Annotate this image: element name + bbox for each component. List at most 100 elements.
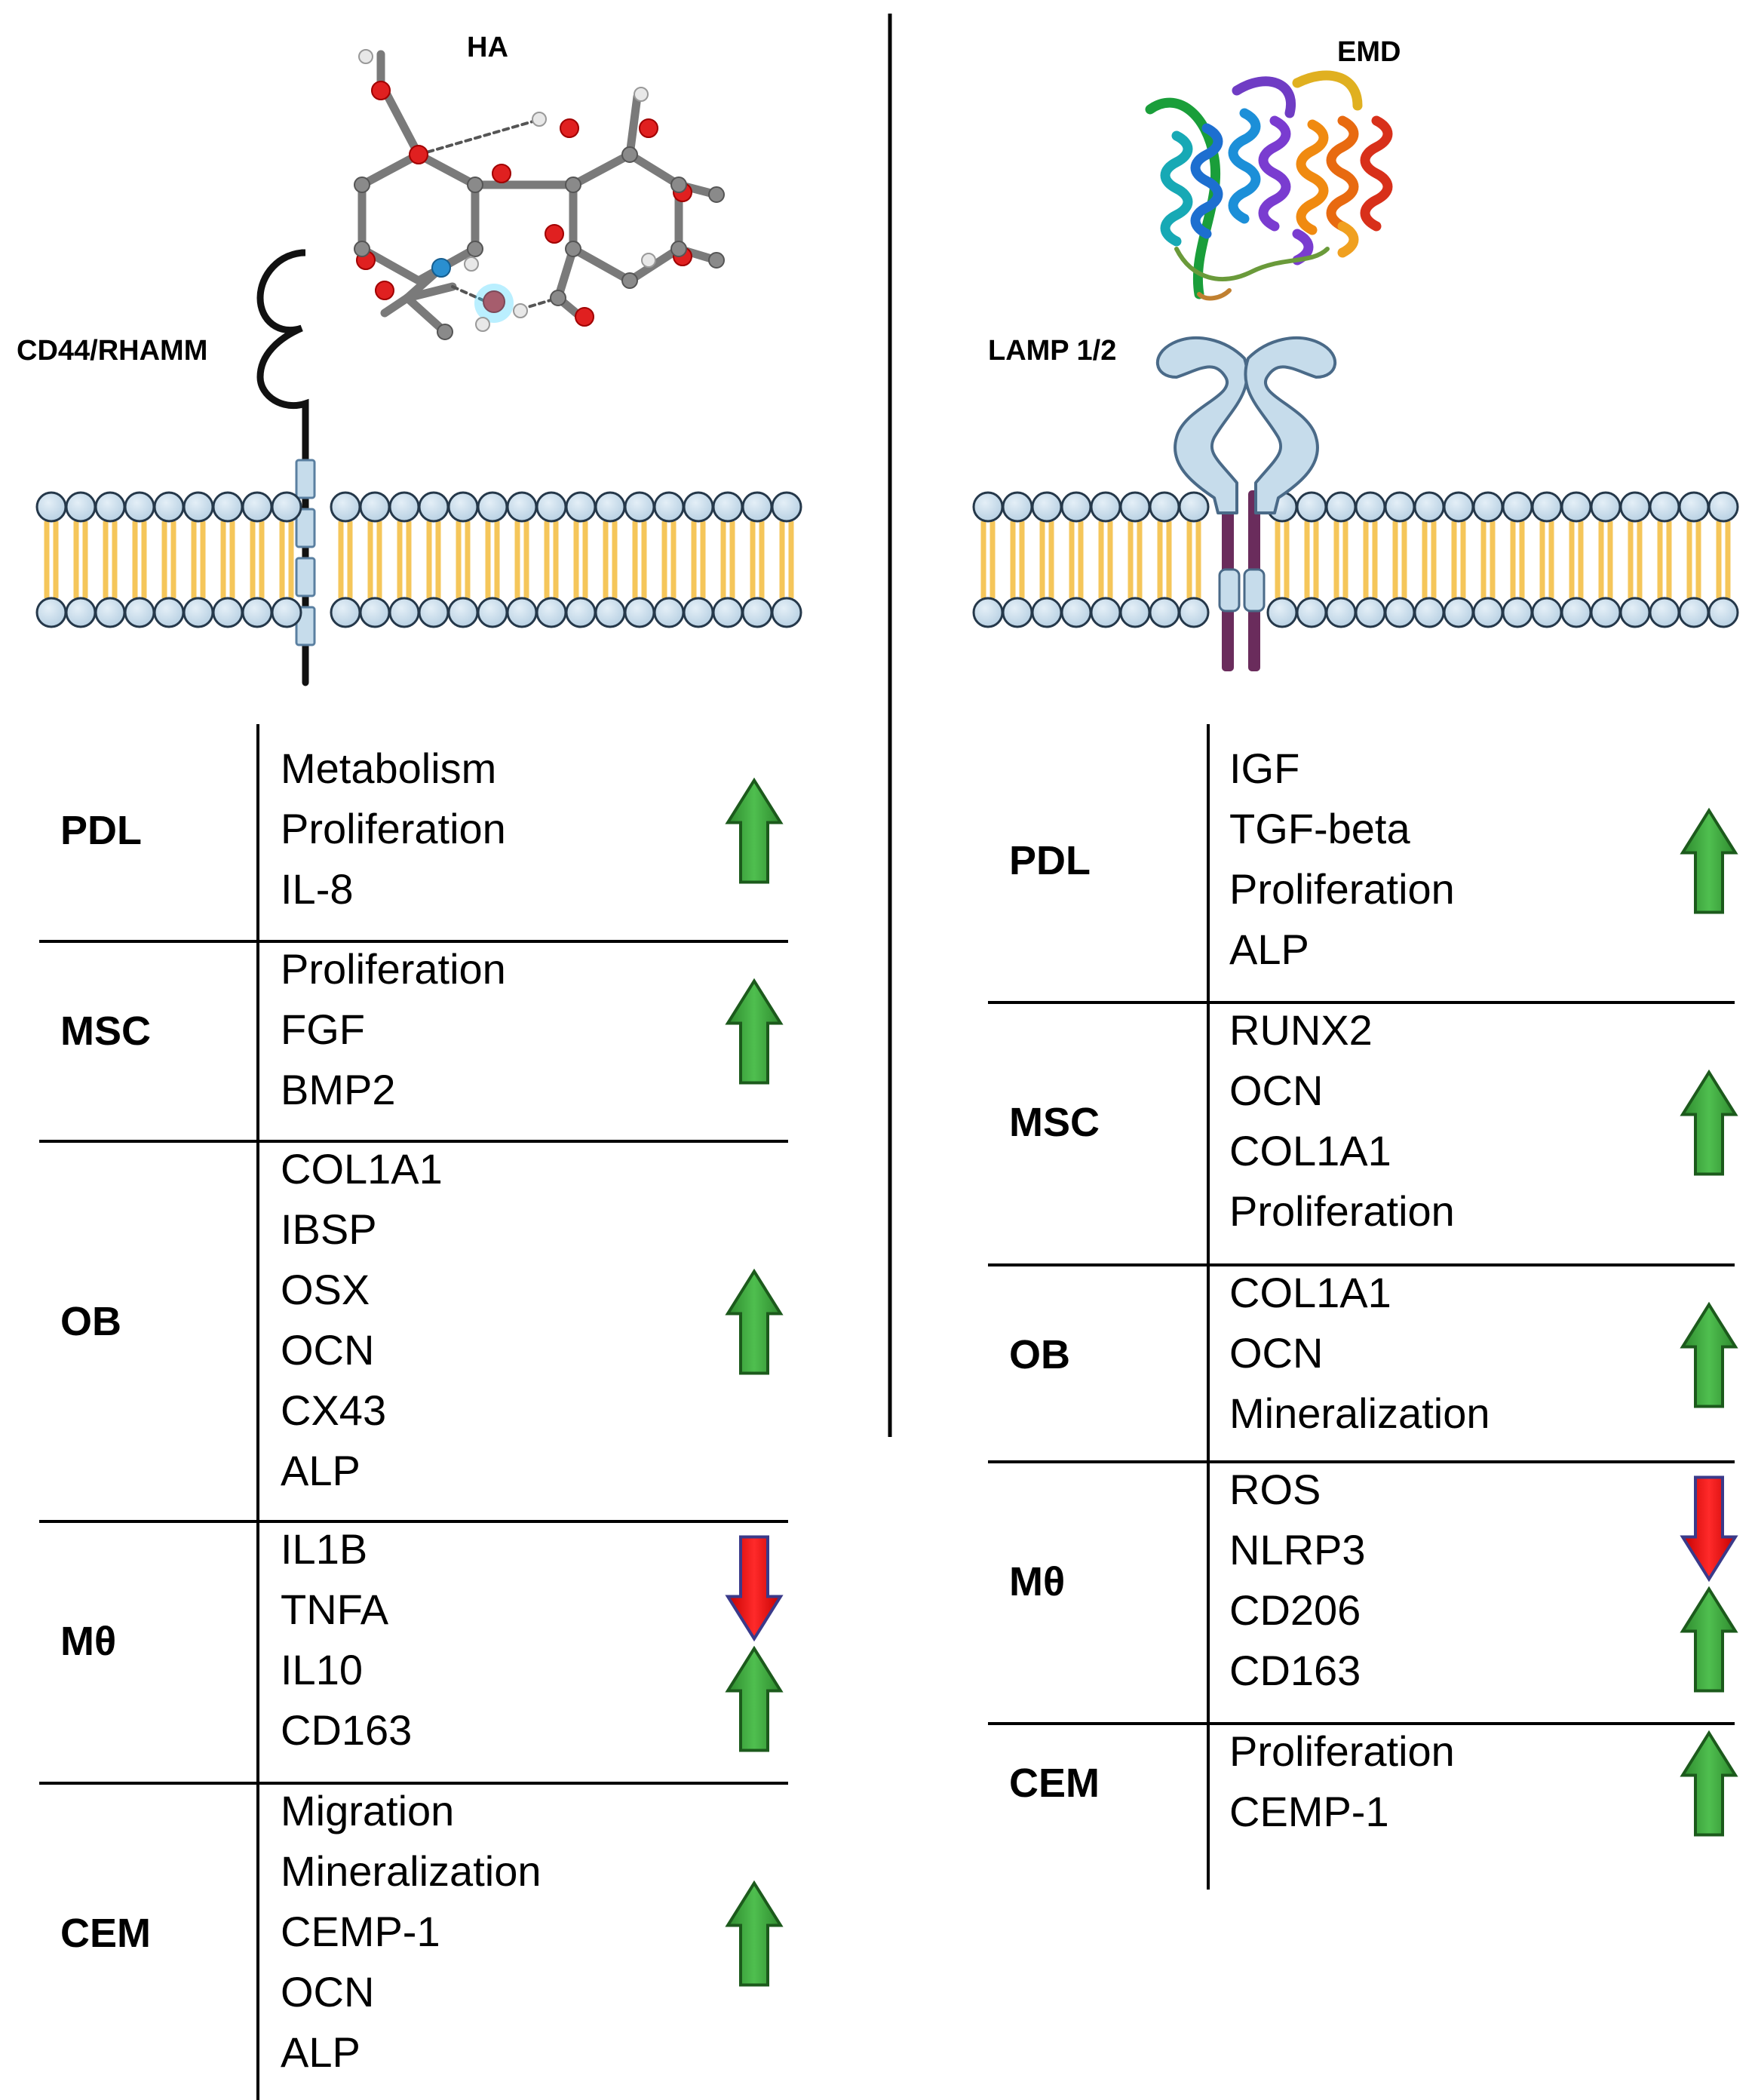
- lipid-head: [1472, 491, 1504, 523]
- lipid-head: [1355, 597, 1386, 628]
- effect-item: CX43: [281, 1386, 387, 1434]
- lipid-head: [1472, 597, 1504, 628]
- lipid-head: [1443, 491, 1474, 523]
- effect-item: NLRP3: [1229, 1526, 1366, 1573]
- effect-item: IBSP: [281, 1205, 377, 1253]
- effect-item: OSX: [281, 1266, 370, 1313]
- ha-molecule-icon: [354, 49, 725, 340]
- lipid-head: [1502, 597, 1533, 628]
- effect-item: Proliferation: [1229, 1187, 1455, 1235]
- lipid-head: [1325, 491, 1357, 523]
- lipid-head: [477, 491, 508, 523]
- lipid-head: [1090, 491, 1121, 523]
- effect-item: COL1A1: [1229, 1127, 1391, 1174]
- lipid-head: [1384, 597, 1416, 628]
- effect-item: BMP2: [281, 1066, 396, 1113]
- effect-item: CEMP-1: [1229, 1788, 1389, 1835]
- cell-type-label: Mθ: [60, 1619, 117, 1664]
- lipid-head: [1590, 597, 1622, 628]
- lipid-head: [1031, 597, 1063, 628]
- ha-label: HA: [467, 32, 508, 63]
- lipid-head: [477, 597, 508, 628]
- lipid-head: [183, 597, 214, 628]
- effect-item: ALP: [281, 1447, 361, 1494]
- lipid-head: [594, 597, 626, 628]
- lipid-head: [241, 597, 273, 628]
- lipid-head: [1149, 597, 1180, 628]
- emd-protein-icon: [1145, 70, 1393, 301]
- lipid-head: [653, 597, 685, 628]
- effect-item: ROS: [1229, 1466, 1321, 1513]
- effect-item: IGF: [1229, 745, 1300, 792]
- lipid-head: [1119, 597, 1151, 628]
- effect-item: OCN: [281, 1968, 375, 2016]
- effect-item: FGF: [281, 1005, 365, 1053]
- up-arrow-icon: [725, 978, 784, 1085]
- cell-type-label: Mθ: [1009, 1559, 1066, 1604]
- lipid-head: [771, 491, 802, 523]
- lipid-head: [1531, 597, 1563, 628]
- lipid-head: [1443, 597, 1474, 628]
- effect-item: Proliferation: [1229, 1727, 1455, 1775]
- lipid-head: [1560, 597, 1592, 628]
- lipid-head: [1355, 491, 1386, 523]
- lipid-head: [1413, 597, 1445, 628]
- lipid-head: [153, 491, 185, 523]
- effect-item: CD206: [1229, 1586, 1361, 1634]
- lipid-head: [124, 491, 155, 523]
- effect-item: CD163: [281, 1706, 413, 1754]
- lipid-head: [447, 597, 479, 628]
- lipid-head: [212, 491, 244, 523]
- effect-item: IL-8: [281, 865, 354, 913]
- lipid-head: [653, 491, 685, 523]
- lipid-head: [1002, 491, 1033, 523]
- effect-item: COL1A1: [1229, 1269, 1391, 1316]
- emd-label: EMD: [1337, 36, 1401, 68]
- lipid-head: [712, 597, 744, 628]
- lipid-head: [1560, 491, 1592, 523]
- lipid-head: [1119, 491, 1151, 523]
- lipid-head: [1266, 597, 1298, 628]
- cell-type-label: MSC: [60, 1009, 151, 1054]
- cell-type-label: CEM: [60, 1911, 151, 1956]
- up-arrow-icon: [1680, 1301, 1738, 1408]
- lipid-head: [418, 491, 449, 523]
- effects-table-right: [988, 724, 1738, 1890]
- effects-table-left: [39, 724, 788, 2100]
- lipid-head: [212, 597, 244, 628]
- effect-item: Proliferation: [281, 805, 506, 852]
- cell-type-label: PDL: [60, 808, 142, 853]
- down-arrow-icon: [1680, 1475, 1738, 1583]
- lipid-head: [594, 491, 626, 523]
- lipid-head: [972, 491, 1004, 523]
- lipid-head: [271, 491, 302, 523]
- lipid-head: [94, 491, 126, 523]
- lipid-head: [447, 491, 479, 523]
- lipid-head: [741, 597, 773, 628]
- lipid-head: [271, 597, 302, 628]
- lipid-head: [624, 491, 655, 523]
- lipid-head: [1384, 491, 1416, 523]
- effect-item: TNFA: [281, 1586, 389, 1633]
- lipid-head: [94, 597, 126, 628]
- up-arrow-icon: [1680, 1730, 1738, 1837]
- lipid-head: [624, 597, 655, 628]
- up-arrow-icon: [725, 1268, 784, 1375]
- effect-item: OCN: [1229, 1067, 1324, 1114]
- lipid-head: [1178, 491, 1210, 523]
- down-arrow-icon: [725, 1535, 784, 1642]
- effect-item: OCN: [281, 1326, 375, 1374]
- cell-type-label: OB: [60, 1299, 121, 1344]
- lipid-head: [565, 491, 597, 523]
- lipid-head: [1178, 597, 1210, 628]
- effect-item: ALP: [281, 2028, 361, 2076]
- lipid-head: [1031, 491, 1063, 523]
- up-arrow-icon: [725, 1880, 784, 1987]
- cell-type-label: OB: [1009, 1332, 1070, 1377]
- lipid-head: [1649, 491, 1680, 523]
- lipid-head: [1002, 597, 1033, 628]
- cell-type-label: CEM: [1009, 1761, 1100, 1806]
- effect-item: IL1B: [281, 1525, 368, 1573]
- lipid-head: [683, 597, 714, 628]
- membrane-right: [972, 491, 1739, 628]
